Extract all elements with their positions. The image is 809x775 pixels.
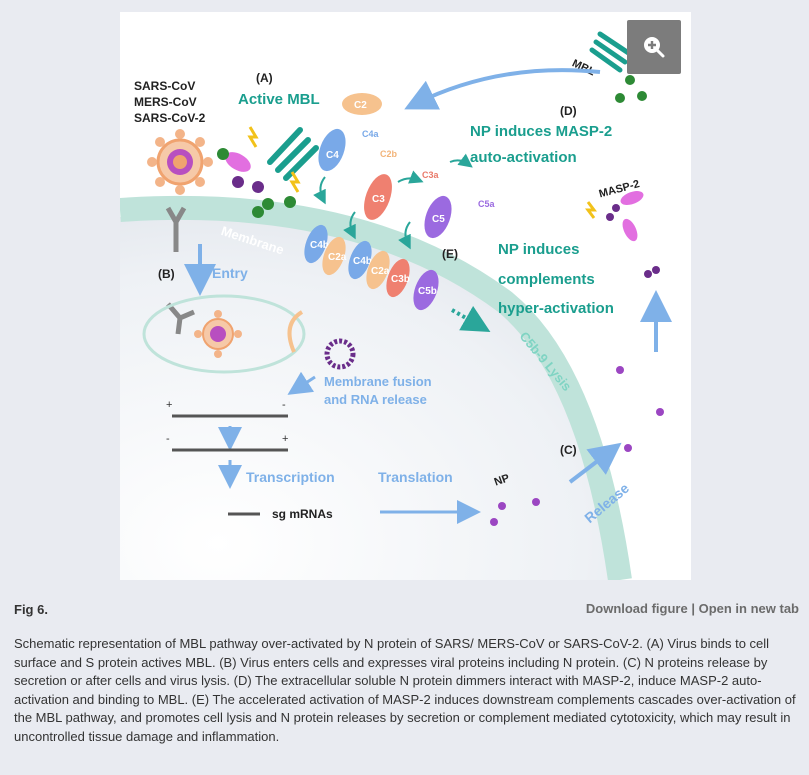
strand-sign: + xyxy=(282,433,288,445)
figure-image[interactable]: Membrane C5b-9 Lysis SARS-CoV MERS-CoV S… xyxy=(120,12,691,580)
panel-e-line1: NP induces xyxy=(498,241,579,258)
panel-d-line1: NP induces MASP-2 xyxy=(470,123,612,140)
sg-mrna-label: sg mRNAs xyxy=(272,507,333,521)
virus-particle-icon xyxy=(147,129,213,195)
zoom-button[interactable] xyxy=(627,20,681,74)
panel-c-letter: (C) xyxy=(560,443,577,457)
release-arrow xyxy=(568,442,622,484)
transcription-label: Transcription xyxy=(246,469,335,485)
complement-label: C2 xyxy=(354,100,367,111)
cascade-arrows xyxy=(313,153,473,250)
mbl-complex-icon xyxy=(217,126,319,218)
complement-proteins: C2 C4a C2b C4 C3a C3 C5a C5 C4b C2a C4b … xyxy=(304,93,496,311)
complement-label: C2a xyxy=(328,252,347,263)
complement-label: C2b xyxy=(380,149,398,159)
open-new-tab-link[interactable]: Open in new tab xyxy=(698,601,799,616)
mbl-return-arrow xyxy=(404,68,601,110)
download-figure-link[interactable]: Download figure xyxy=(585,601,688,616)
np-dimer-icon xyxy=(644,266,660,278)
complement-label: C3 xyxy=(372,194,385,205)
strand-sign: - xyxy=(282,399,286,411)
mbl-pathway-diagram: Membrane C5b-9 Lysis SARS-CoV MERS-CoV S… xyxy=(120,31,672,580)
panel-e-letter: (E) xyxy=(442,247,458,261)
panel-e-line2: complements xyxy=(498,271,595,288)
fusion-label-1: Membrane fusion xyxy=(324,374,432,389)
complement-label: C4b xyxy=(353,256,372,267)
complement-label: C4b xyxy=(310,240,329,251)
panel-d-letter: (D) xyxy=(560,104,577,118)
entry-label: Entry xyxy=(212,265,248,281)
panel-d-line2: auto-activation xyxy=(470,149,577,166)
complement-label: C2a xyxy=(371,266,390,277)
complement-label: C4 xyxy=(326,150,339,161)
panel-b-letter: (B) xyxy=(158,267,175,281)
np-particles xyxy=(490,366,664,526)
panel-a-title: Active MBL xyxy=(238,91,320,108)
figure-caption: Schematic representation of MBL pathway … xyxy=(14,636,796,744)
mbl-label: MBL xyxy=(570,58,597,79)
zoom-in-icon xyxy=(644,37,665,58)
rna-icon xyxy=(324,338,356,370)
fusion-icon xyxy=(287,310,304,353)
virus-name: SARS-CoV xyxy=(134,79,195,93)
internalized-virus-icon xyxy=(194,310,242,358)
virus-name: SARS-CoV-2 xyxy=(134,111,206,125)
complement-label: C4a xyxy=(362,129,380,139)
panel-a-letter: (A) xyxy=(256,71,273,85)
np-label: NP xyxy=(493,472,511,489)
complement-label: C3b xyxy=(391,274,410,285)
fusion-arrow xyxy=(287,371,316,395)
figure-label: Fig 6. xyxy=(14,602,48,617)
figure-actions: Download figure | Open in new tab xyxy=(586,601,799,616)
endosome xyxy=(142,294,306,374)
fusion-label-2: and RNA release xyxy=(324,392,427,407)
translation-label: Translation xyxy=(378,469,453,485)
complement-label: C3a xyxy=(422,170,440,180)
complement-label: C5 xyxy=(432,214,445,225)
complement-label: C5b xyxy=(418,286,437,297)
masp2-icon xyxy=(585,191,644,242)
strand-sign: - xyxy=(166,433,170,445)
strand-sign: + xyxy=(166,399,172,411)
mbl-icon xyxy=(589,31,647,103)
lysis-arrow xyxy=(451,305,491,332)
panel-e-line3: hyper-activation xyxy=(498,300,614,317)
actions-separator: | xyxy=(687,601,699,616)
complement-label: C5a xyxy=(478,199,496,209)
virus-name: MERS-CoV xyxy=(134,95,197,109)
